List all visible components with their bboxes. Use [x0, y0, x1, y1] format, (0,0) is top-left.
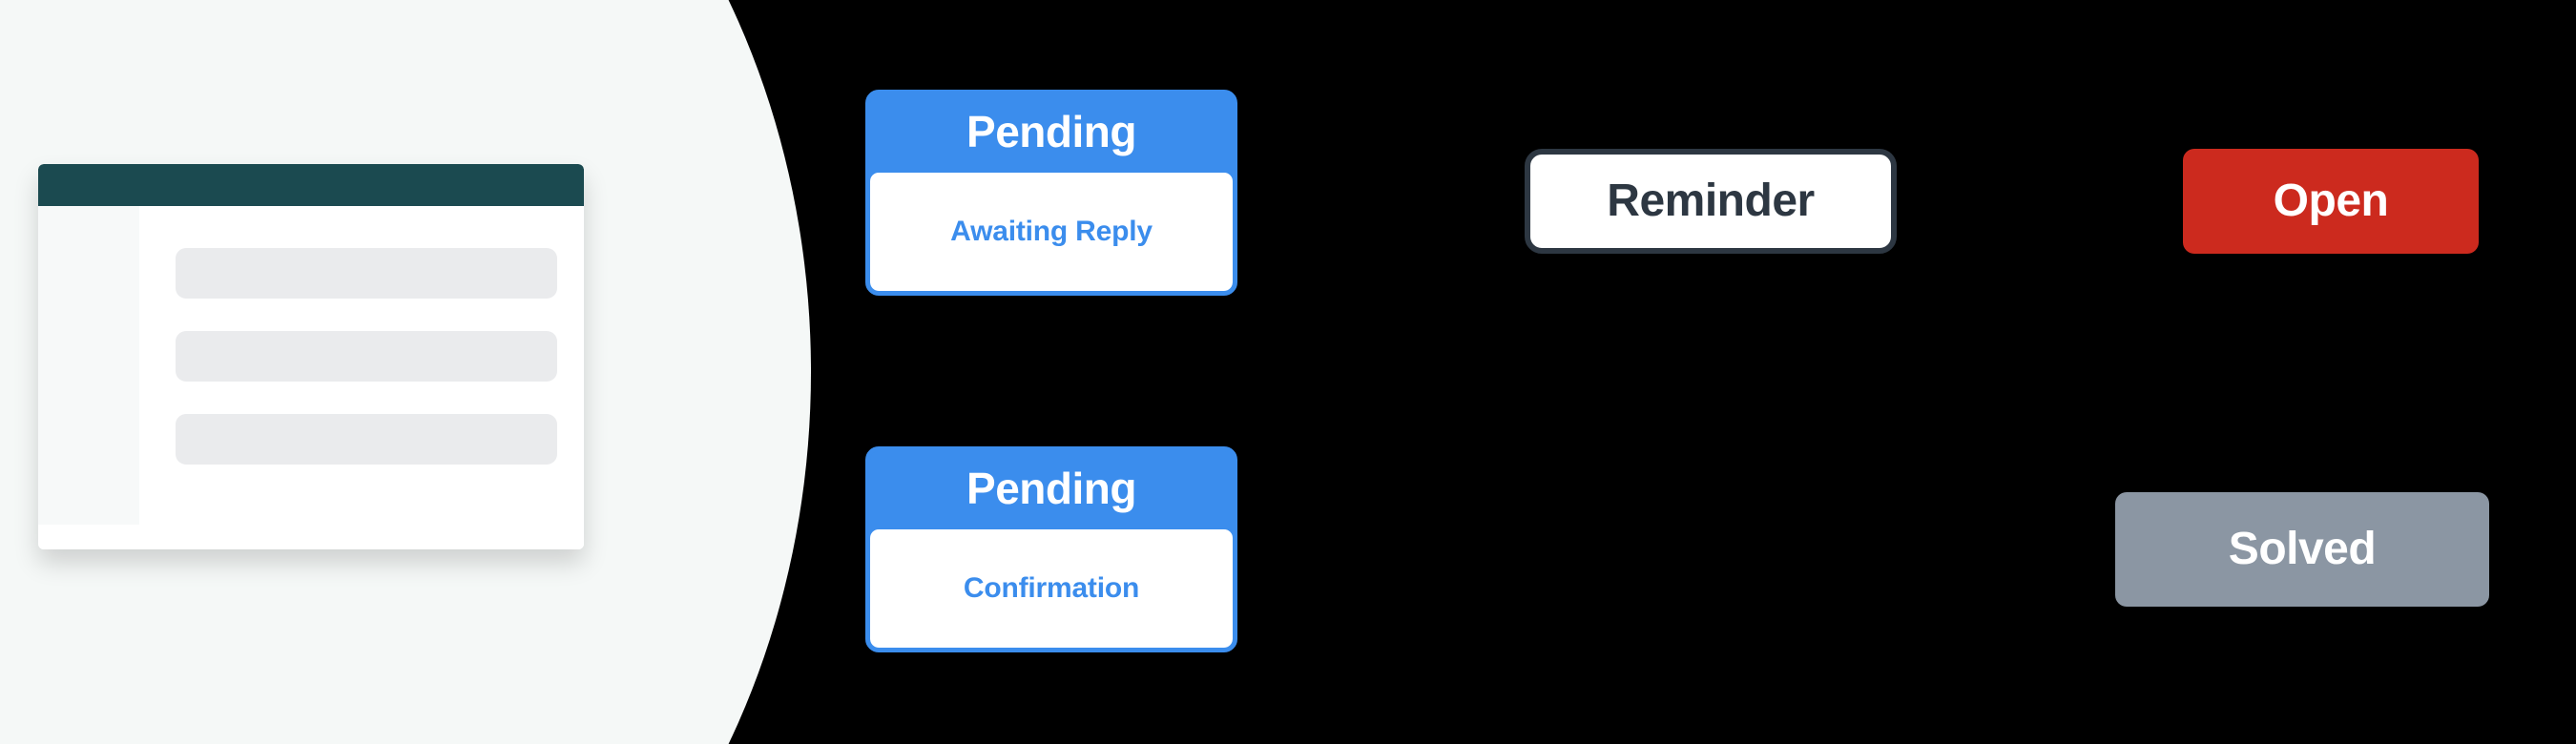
- status-badge-open[interactable]: Open: [2183, 149, 2479, 254]
- status-badge-solved[interactable]: Solved: [2115, 492, 2489, 607]
- app-window-mockup: [38, 164, 584, 549]
- status-badge-pending-confirmation[interactable]: Pending Confirmation: [865, 446, 1237, 652]
- skeleton-row: [176, 248, 557, 299]
- window-sidebar: [38, 206, 139, 525]
- status-badge-pending-awaiting-reply[interactable]: Pending Awaiting Reply: [865, 90, 1237, 296]
- window-content-area: [139, 206, 584, 549]
- status-badge-primary-label: Pending: [966, 107, 1136, 156]
- window-body: [38, 206, 584, 549]
- status-badge-primary-label: Pending: [966, 464, 1136, 513]
- status-badge-secondary-label: Awaiting Reply: [870, 173, 1233, 291]
- status-badge-reminder[interactable]: Reminder: [1525, 149, 1897, 254]
- skeleton-row: [176, 414, 557, 465]
- skeleton-row: [176, 331, 557, 382]
- status-badge-secondary-label: Confirmation: [870, 529, 1233, 648]
- window-titlebar: [38, 164, 584, 206]
